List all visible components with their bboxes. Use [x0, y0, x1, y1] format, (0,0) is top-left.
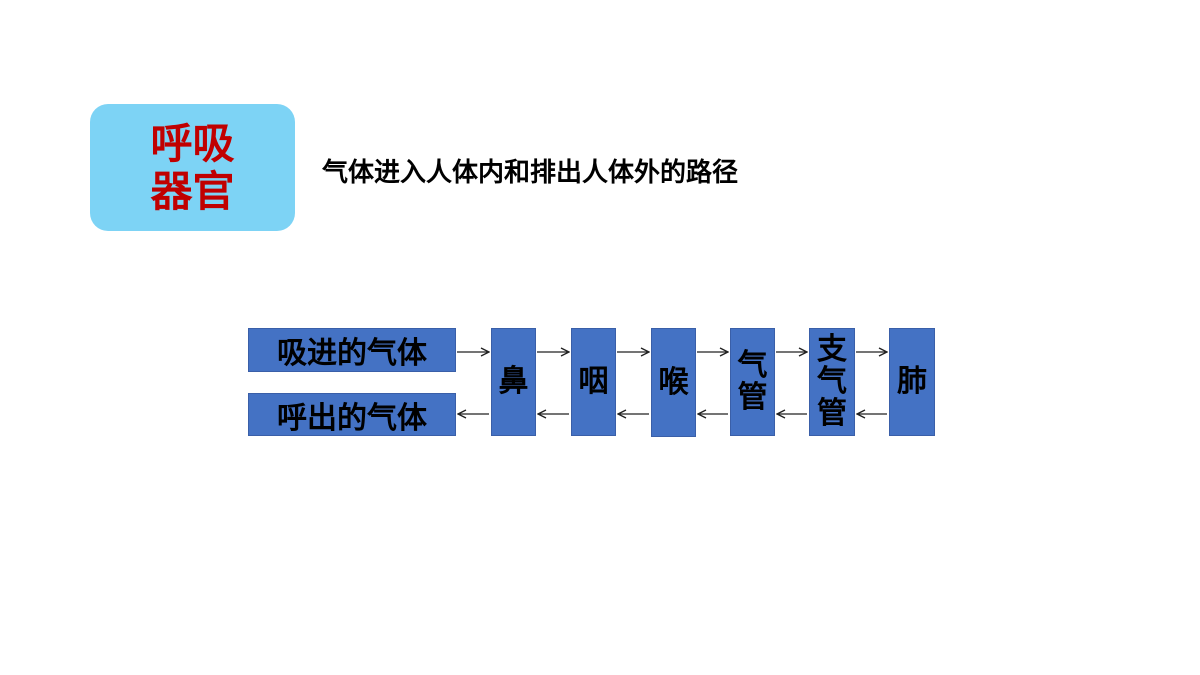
- organ-lung: 肺: [889, 328, 935, 436]
- organ-larynx-char-1: 喉: [658, 364, 689, 400]
- exhale-label: 呼出的气体: [277, 400, 427, 436]
- organ-pharynx: 咽: [571, 328, 616, 436]
- organ-trachea-char-2: 管: [737, 380, 768, 415]
- organ-larynx: 喉: [651, 328, 696, 437]
- organ-nose-char-1: 鼻: [498, 364, 529, 399]
- inhale-box: 吸进的气体: [248, 328, 456, 372]
- organ-bronchus-char-1: 支: [817, 332, 847, 367]
- organ-bronchus-char-2: 气: [817, 364, 847, 399]
- page-subtitle: 气体进入人体内和排出人体外的路径: [322, 158, 739, 188]
- title-line-1: 呼吸: [150, 118, 235, 168]
- inhale-label: 吸进的气体: [277, 336, 427, 371]
- organ-bronchus: 支 气 管: [809, 328, 855, 436]
- exhale-box: 呼出的气体: [248, 393, 456, 436]
- organ-pharynx-char-1: 咽: [578, 364, 609, 399]
- organ-trachea-char-1: 气: [737, 348, 768, 383]
- title-box: 呼吸 器官: [90, 104, 295, 231]
- title-line-2: 器官: [150, 166, 235, 216]
- organ-lung-char-1: 肺: [897, 364, 927, 399]
- organ-bronchus-char-3: 管: [817, 396, 847, 431]
- organ-trachea: 气 管: [730, 328, 775, 436]
- organ-nose: 鼻: [491, 328, 536, 436]
